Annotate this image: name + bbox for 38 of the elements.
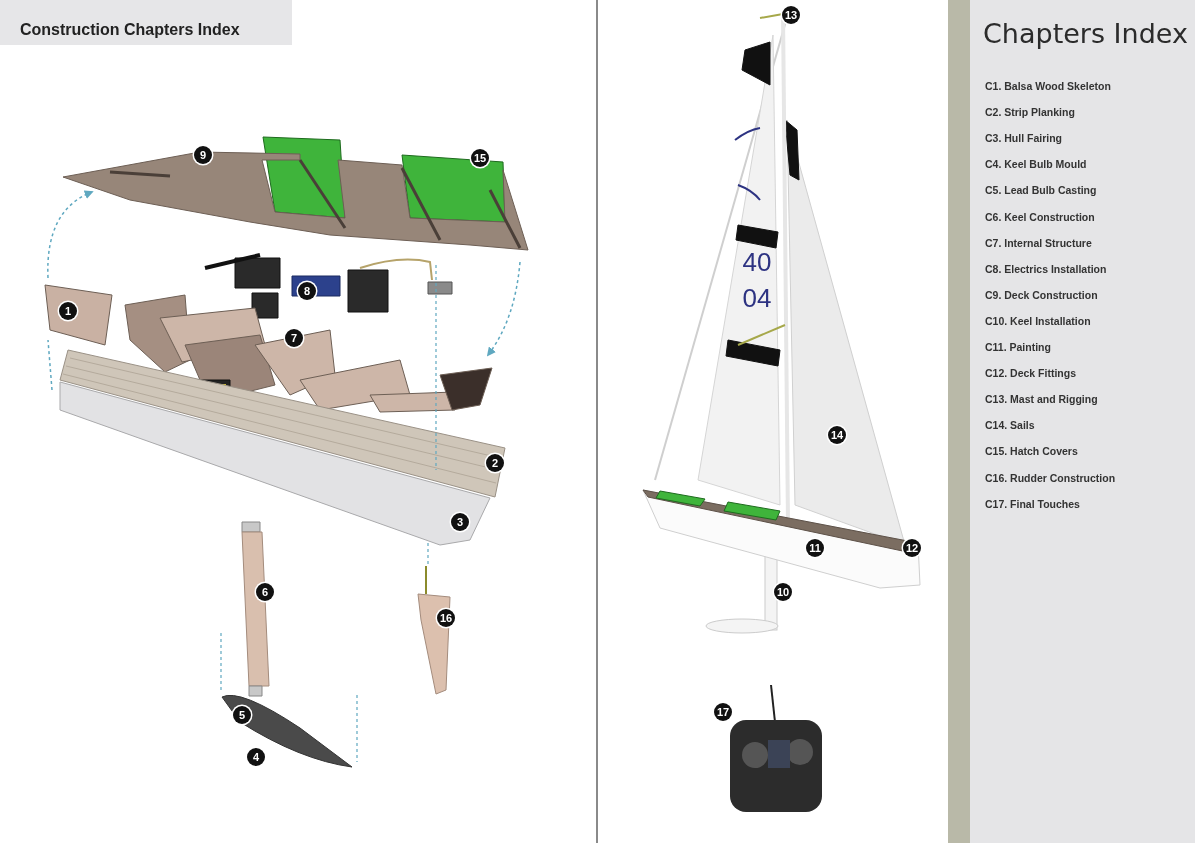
callout-number: 7 — [285, 329, 303, 347]
chapter-entry: C10. Keel Installation — [985, 314, 1091, 327]
callout-number: 16 — [437, 609, 455, 627]
chapter-entry: C15. Hatch Covers — [985, 445, 1078, 458]
callout-number: 15 — [471, 149, 489, 167]
chapter-entry: C8. Electrics Installation — [985, 262, 1107, 275]
callout-number: 8 — [298, 282, 316, 300]
chapter-entry: C7. Internal Structure — [985, 236, 1092, 249]
callout-number: 3 — [451, 513, 469, 531]
callout-number: 10 — [774, 583, 792, 601]
index-heading: Chapters Index — [983, 18, 1188, 49]
chapter-entry: C3. Hull Fairing — [985, 132, 1062, 145]
sail-number: 04 — [742, 282, 772, 314]
chapter-entry: C16. Rudder Construction — [985, 471, 1116, 484]
chapter-entry: C11. Painting — [985, 341, 1051, 353]
chapter-entry: C13. Mast and Rigging — [985, 393, 1098, 406]
callout-number: 4 — [247, 748, 265, 766]
chapter-entry: C9. Deck Construction — [985, 288, 1098, 301]
chapter-entry: C14. Sails — [985, 419, 1035, 432]
callout-number: 2 — [486, 454, 504, 472]
chapter-entry: C1. Balsa Wood Skeleton — [985, 80, 1111, 92]
chapter-entry: C6. Keel Construction — [985, 210, 1095, 223]
callout-number: 1 — [59, 302, 77, 320]
chapter-entry: C17. Final Touches — [985, 497, 1080, 510]
chapter-entry: C5. Lead Bulb Casting — [985, 184, 1097, 197]
chapter-entry: C4. Keel Bulb Mould — [985, 158, 1087, 171]
callout-number: 14 — [828, 426, 846, 444]
callout-number: 5 — [233, 706, 251, 724]
callout-number: 13 — [782, 6, 800, 24]
callout-number: 6 — [256, 583, 274, 601]
callout-number: 9 — [194, 146, 212, 164]
page-title: Construction Chapters Index — [0, 0, 292, 45]
callout-number: 11 — [806, 539, 824, 557]
sail-number: 40 — [742, 246, 772, 278]
chapter-entry: C12. Deck Fittings — [985, 367, 1077, 380]
callout-number: 17 — [714, 703, 732, 721]
callout-number: 12 — [903, 539, 921, 557]
chapter-entry: C2. Strip Planking — [985, 106, 1075, 119]
